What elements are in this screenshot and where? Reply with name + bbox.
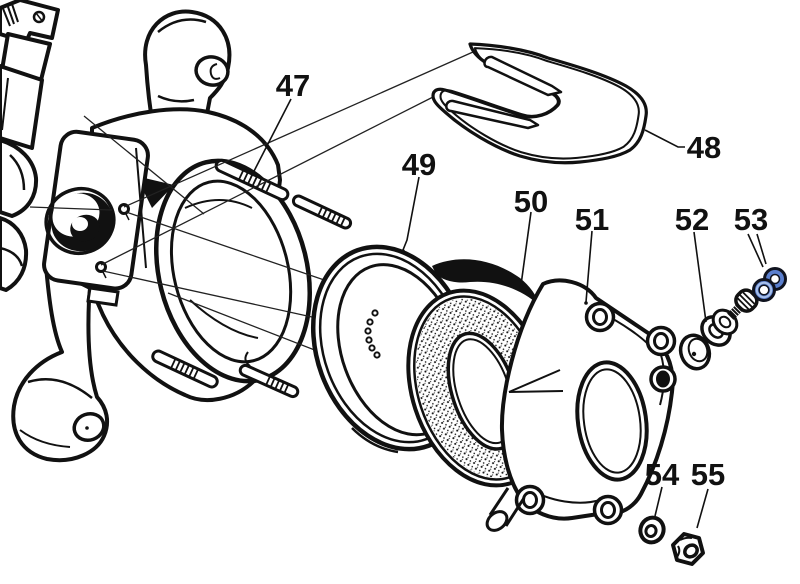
callout-50: 50: [514, 184, 548, 219]
leader-anchors: [401, 249, 588, 305]
part-53-o-ring: [752, 267, 787, 302]
callout-54: 54: [645, 457, 680, 492]
mounting-studs: [151, 158, 353, 399]
cover-outlet-stub: [485, 487, 526, 532]
part-52-bolt-assembly: [678, 288, 759, 371]
leader-lines: [250, 98, 767, 529]
pump-inlet-flange: [42, 129, 150, 307]
callout-51: 51: [575, 202, 609, 237]
callout-48: 48: [687, 130, 721, 165]
engine-block-fragment: [0, 0, 60, 292]
callout-47: 47: [276, 68, 310, 103]
callout-49: 49: [402, 147, 436, 182]
callout-labels: 47 48 49 50 51 52 53 54 55: [276, 68, 768, 492]
part-48-gasket: [431, 42, 648, 165]
part-54-washer: [638, 515, 666, 545]
part-51-cover-housing: [485, 278, 677, 532]
part-47-pump-body: [11, 9, 353, 463]
part-55-nut: [671, 532, 705, 566]
pulley-holes: [364, 309, 381, 359]
overlap-shading: [432, 259, 540, 306]
callout-52: 52: [675, 202, 709, 237]
callout-55: 55: [691, 457, 725, 492]
callout-53: 53: [734, 202, 768, 237]
